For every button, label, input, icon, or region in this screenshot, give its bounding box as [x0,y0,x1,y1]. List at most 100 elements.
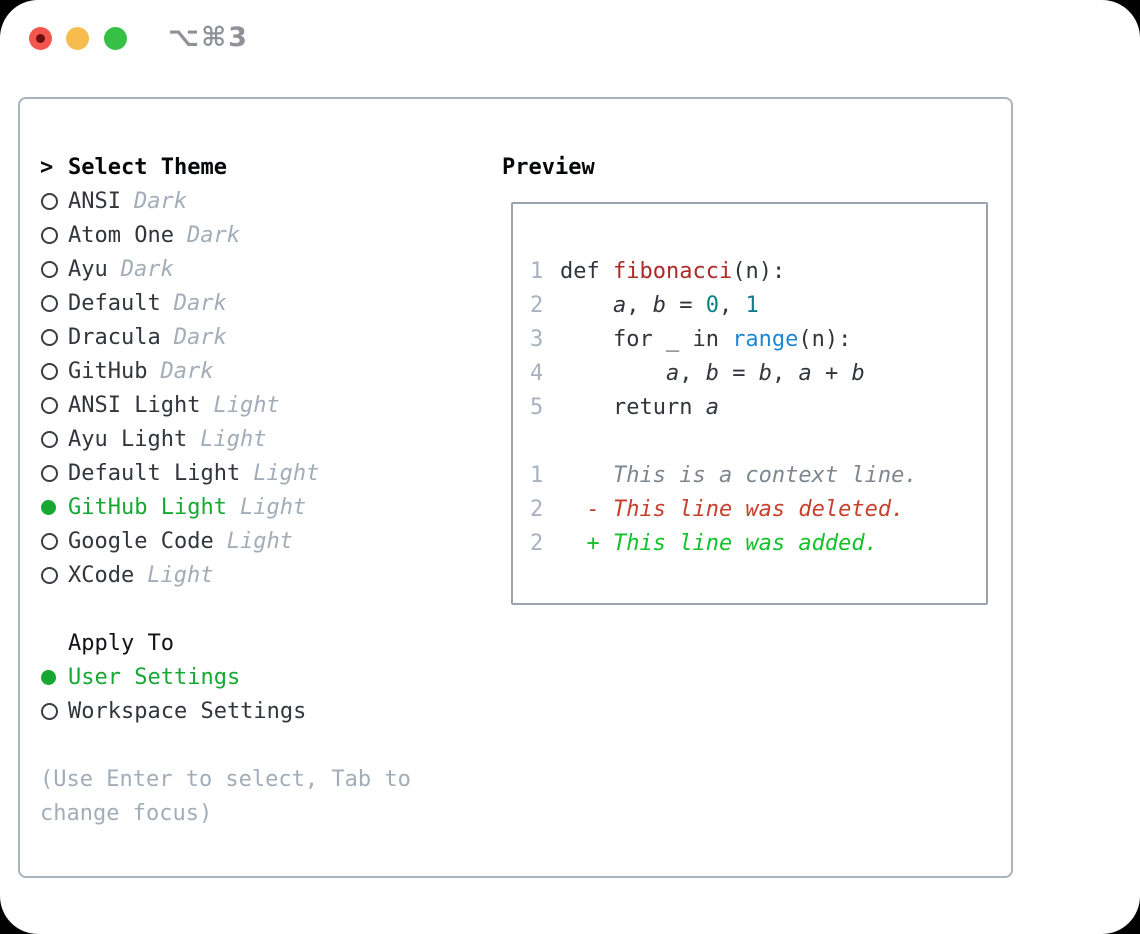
apply-option-user-settings[interactable]: User Settings [40,660,411,694]
code-segment-code [560,293,613,318]
line-text: - This line was deleted. [560,497,904,522]
radio-icon [40,362,68,380]
select-theme-title: Select Theme [68,154,227,180]
option-variant: Dark [173,290,227,316]
code-segment-code: , [626,292,653,318]
code-line: 3 for _ in range(n): [530,322,986,356]
option-label: GitHub [68,358,148,384]
close-dot-icon [36,34,45,43]
option-variant: Light [226,528,293,554]
line-number: 1 [530,462,544,488]
line-text: return a [560,395,719,420]
option-label: Dracula [68,324,161,350]
radio-selected-icon [40,499,68,515]
code-segment-code: , [718,292,746,318]
code-segment-func: fibonacci [612,258,733,284]
option-variant: Dark [186,222,240,248]
line-text: a, b = b, a + b [560,361,865,386]
apply-to-title: Apply To [68,630,174,656]
code-segment-builtin: range [732,326,799,352]
option-label: ANSI [68,188,121,214]
radio-circle [41,260,58,278]
option-variant: Dark [133,188,187,214]
code-segment-code: (n): [732,258,786,284]
code-line: 2 a, b = 0, 1 [530,288,986,322]
code-segment-added: + This line was added. [560,530,878,556]
apply-option-workspace-settings[interactable]: Workspace Settings [40,694,411,728]
code-segment-code: (n): [798,326,852,352]
code-segment-var: a [705,394,719,420]
radio-selected-icon [40,669,68,685]
line-number: 4 [530,360,544,386]
radio-circle [41,328,58,346]
code-segment-deleted: - This line was deleted. [560,496,905,522]
radio-circle [41,362,58,380]
theme-option-google-code[interactable]: Google Code Light [40,524,411,558]
option-label: Google Code [68,528,214,554]
code-segment-code: = [665,292,706,318]
theme-option-default-light[interactable]: Default Light Light [40,456,411,490]
radio-icon [40,566,68,584]
code-segment-code: return [560,394,706,420]
code-segment-var: a [665,360,680,386]
code-segment-var: a [798,360,812,386]
option-label: Ayu [68,256,108,282]
code-line: 2 - This line was deleted. [530,492,986,526]
code-segment-code: def [560,258,613,284]
line-text: for _ in range(n): [560,327,851,352]
code-line: 5 return a [530,390,986,424]
option-label: Default Light [68,460,241,486]
radio-icon [40,430,68,448]
radio-circle [41,669,56,685]
theme-option-github[interactable]: GitHub Dark [40,354,411,388]
code-segment-code [560,361,666,386]
code-segment-code: + [811,360,852,386]
radio-circle [41,430,58,448]
theme-option-atom-one[interactable]: Atom One Dark [40,218,411,252]
line-number: 2 [530,530,544,556]
code-line [530,424,986,458]
radio-circle [41,226,58,244]
radio-icon [40,260,68,278]
option-variant: Light [253,460,320,486]
theme-option-ansi[interactable]: ANSI Dark [40,184,411,218]
zoom-button[interactable] [104,27,127,50]
radio-circle [41,192,58,210]
line-number: 2 [530,496,544,522]
option-variant: Light [239,494,307,520]
option-label: Workspace Settings [68,698,307,724]
code-segment-context: This is a context line. [560,462,918,488]
cursor-caret-icon: > [40,154,54,180]
option-variant: Dark [160,358,214,384]
code-segment-var: b [652,292,666,318]
radio-icon [40,226,68,244]
spacer [40,728,411,762]
option-label: Atom One [68,222,174,248]
code-segment-var: b [705,360,719,386]
window-title: ⌥⌘3 [168,22,249,53]
radio-circle [41,396,58,414]
minimize-button[interactable] [66,27,89,50]
close-button[interactable] [29,27,52,50]
line-text: This is a context line. [560,463,918,488]
code-segment-var: b [758,360,772,386]
option-variant: Light [213,392,280,418]
preview-title: Preview [502,154,595,180]
radio-icon [40,464,68,482]
hint-line-2: change focus) [40,800,213,826]
option-label: XCode [68,562,135,588]
code-segment-code: , [771,360,799,386]
line-number: 2 [530,292,544,318]
